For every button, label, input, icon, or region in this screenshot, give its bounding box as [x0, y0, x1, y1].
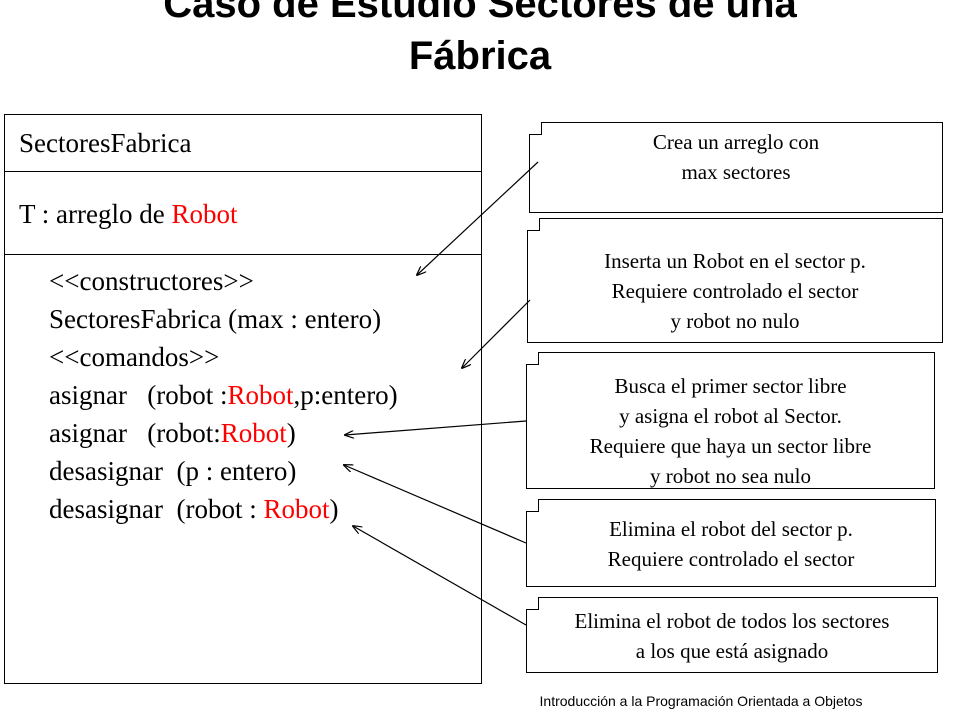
operation-text: SectoresFabrica (max : entero) [49, 304, 382, 334]
title-line-1: Caso de Estudio Sectores de una [163, 0, 797, 26]
note-line: y robot no nulo [670, 309, 800, 333]
footer-text: Introducción a la Programación Orientada… [539, 693, 863, 709]
operation-text: ,p:entero) [293, 380, 398, 410]
note-line: Crea un arreglo con [652, 130, 820, 154]
note-line: Busca el primer sector libre [614, 374, 847, 398]
operation-text: ) [286, 418, 296, 448]
title-line-2: Fábrica [408, 34, 552, 78]
operation-line: <<constructores>> [49, 262, 481, 300]
operation-line: asignar (robot :Robot,p:entero) [49, 376, 481, 414]
operation-type: Robot [263, 494, 330, 524]
note-line: a los que está asignado [635, 639, 829, 663]
note-line: Elimina el robot de todos los sectores [574, 609, 890, 633]
operation-line: desasignar (robot : Robot) [49, 490, 481, 528]
arrow-desasignar-robot [353, 526, 527, 626]
note-line: y robot no sea nulo [650, 464, 811, 488]
note-fold-icon [527, 218, 540, 231]
note-line: Requiere controlado el sector [611, 279, 859, 303]
note-line: y asigna el robot al Sector. [619, 404, 842, 428]
note-line: max sectores [681, 160, 791, 184]
note-desasignar-sector: Elimina el robot del sector p. Requiere … [526, 499, 936, 587]
class-name: SectoresFabrica [5, 115, 481, 172]
operation-text: desasignar (robot : [49, 494, 264, 524]
note-fold-icon [529, 122, 542, 135]
operation-line: asignar (robot:Robot) [49, 414, 481, 452]
uml-class-box: SectoresFabrica T : arreglo de Robot <<c… [4, 114, 482, 684]
note-fold-icon [526, 352, 539, 365]
note-fold-icon [526, 499, 539, 512]
class-operations: <<constructores>> SectoresFabrica (max : … [5, 255, 481, 528]
operation-line: desasignar (p : entero) [49, 452, 481, 490]
operation-type: Robot [227, 380, 294, 410]
arrow-asignar-robot [345, 420, 527, 435]
note-fold-icon [526, 597, 539, 610]
note-desasignar-robot: Elimina el robot de todos los sectores a… [526, 597, 938, 673]
note-line: Requiere controlado el sector [607, 547, 855, 571]
operation-text: <<constructores>> [49, 266, 254, 296]
operation-text: asignar (robot: [49, 418, 221, 448]
arrow-asignar-sector [462, 299, 531, 368]
operation-line: <<comandos>> [49, 338, 481, 376]
note-asignar-sector: Inserta un Robot en el sector p. Requier… [527, 218, 943, 343]
operation-type: Robot [220, 418, 287, 448]
operation-text: asignar (robot : [49, 380, 228, 410]
operation-text: desasignar (p : entero) [49, 456, 297, 486]
note-line: Elimina el robot del sector p. [609, 517, 853, 541]
operation-text: <<comandos>> [49, 342, 220, 372]
operation-text: ) [329, 494, 339, 524]
note-constructor: Crea un arreglo con max sectores [529, 122, 943, 213]
arrow-constructor [417, 161, 539, 275]
note-line: Inserta un Robot en el sector p. [604, 249, 866, 273]
slide-title: Caso de Estudio Sectores de una Fábrica [0, 0, 960, 82]
operation-line: SectoresFabrica (max : entero) [49, 300, 481, 338]
note-line: Requiere que haya un sector libre [589, 434, 872, 458]
attribute-type: Robot [171, 199, 238, 229]
arrow-desasignar-sector [344, 465, 527, 544]
class-attribute: T : arreglo de Robot [5, 172, 481, 255]
note-asignar-robot: Busca el primer sector libre y asigna el… [526, 352, 935, 489]
attribute-text: T : arreglo de [19, 199, 172, 229]
